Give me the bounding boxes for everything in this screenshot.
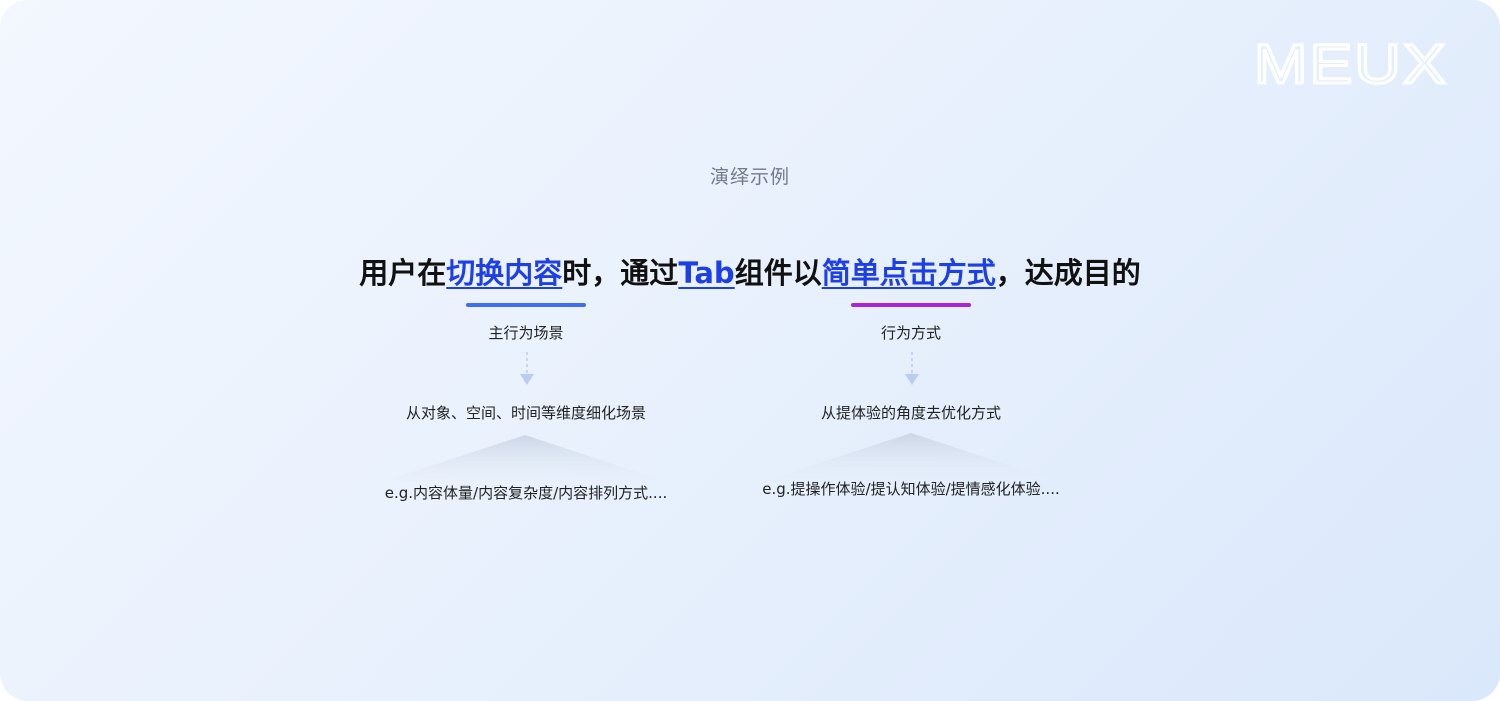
left-branch-detail: 从对象、空间、时间等维度细化场景 (405, 404, 646, 422)
headline-part-4: ，达成目的 (995, 256, 1141, 290)
headline-part-1: 用户在 (359, 256, 447, 290)
headline-highlight-method: 简单点击方式 (821, 256, 996, 290)
headline-highlight-component: Tab (678, 256, 735, 290)
left-accent-bar (466, 303, 586, 307)
section-subtitle: 演绎示例 (709, 166, 790, 188)
headline-highlight-scene: 切换内容 (446, 256, 563, 290)
right-branch-fan (771, 433, 1051, 479)
headline: 用户在切换内容时，通过Tab组件以简单点击方式，达成目的 (0, 250, 1500, 292)
left-branch-example: e.g.内容体量/内容复杂度/内容排列方式.... (384, 484, 668, 502)
right-accent-bar (851, 303, 971, 307)
right-branch-detail: 从提体验的角度去优化方式 (820, 404, 1001, 422)
left-down-arrow-icon (520, 352, 534, 385)
headline-part-3: 组件以 (734, 256, 822, 290)
logo-text: MEUX (1254, 40, 1448, 86)
meux-logo: MEUX (1254, 40, 1448, 86)
left-branch-fan (385, 435, 665, 481)
right-branch-tag: 行为方式 (880, 324, 941, 342)
right-branch-example: e.g.提操作体验/提认知体验/提情感化体验.... (762, 480, 1060, 498)
headline-part-2: 时，通过 (562, 256, 679, 290)
left-branch-tag: 主行为场景 (488, 324, 564, 342)
right-down-arrow-icon (905, 352, 919, 385)
